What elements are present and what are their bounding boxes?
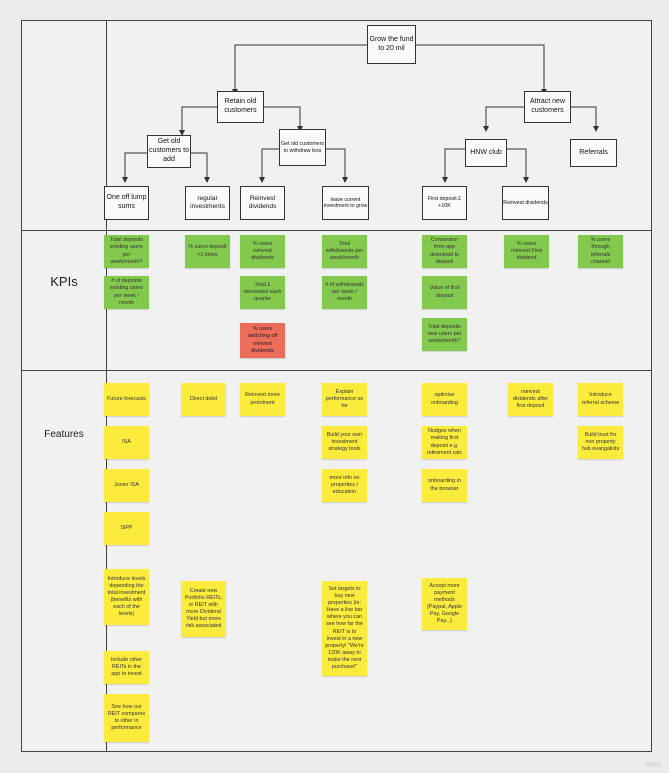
kpi-total-deposits-new[interactable]: Total deposits new users per week/month?: [422, 318, 467, 351]
edge-retain-add: [179, 106, 217, 136]
feature-junior-isa[interactable]: Junior ISA: [104, 469, 149, 502]
feature-referral-scheme[interactable]: Introduce referral scheme: [578, 383, 623, 416]
edge-withdraw-leave: [326, 148, 348, 183]
edge-hnw-first: [442, 148, 465, 183]
node-first-deposit[interactable]: First deposit £+10K: [422, 186, 467, 220]
edge-withdraw-reinvest: [259, 148, 279, 183]
node-leave-investment[interactable]: leave current investment to grow: [322, 186, 369, 220]
edge-add-lump: [122, 152, 147, 183]
kpi-first-deposit-value[interactable]: Value of first deposit: [422, 276, 467, 309]
feature-reit-comparison[interactable]: See how our REIT compares to other in pe…: [104, 694, 149, 742]
feature-property-education[interactable]: more info on properties / education: [322, 469, 367, 502]
kpi-reinvest-first-dividend[interactable]: % users reinvest First dividend: [504, 235, 549, 268]
feature-reinvest-after-first-deposit[interactable]: reinvest dividends after first deposit: [508, 383, 553, 416]
kpi-deposit-count-existing[interactable]: # of deposits existing users per week / …: [104, 276, 149, 309]
feature-future-forecasts[interactable]: Future forecasts: [104, 383, 149, 416]
node-lump-sums[interactable]: One off lump sums: [104, 186, 149, 220]
feature-direct-debit[interactable]: Direct debit: [181, 383, 226, 416]
node-hnw-club[interactable]: HNW club: [465, 139, 507, 167]
feature-reinvest-prominent[interactable]: Reinvest more prominent: [240, 383, 285, 416]
feature-other-reits[interactable]: Include other REITs in the app to invest: [104, 651, 149, 684]
edge-attract-referrals: [567, 106, 599, 132]
node-get-withdraw[interactable]: Get old customers to withdraw less: [279, 129, 326, 166]
feature-first-deposit-nudges[interactable]: Nudges when making first deposit e.g. re…: [422, 426, 467, 459]
feature-explain-performance[interactable]: Explain performance so far: [322, 383, 367, 416]
feature-sipp[interactable]: SIPP: [104, 512, 149, 545]
node-regular-investments[interactable]: regular investments: [185, 186, 230, 220]
tree-connectors: [122, 44, 599, 183]
feature-optimise-onboarding[interactable]: optimise onboarding: [422, 383, 467, 416]
edge-attract-hnw: [483, 106, 524, 132]
kpi-total-reinvested[interactable]: Total £ reinvested each quarter: [240, 276, 285, 309]
node-get-add[interactable]: Get old customers to add: [147, 135, 191, 168]
node-retain[interactable]: Retain old customers: [217, 91, 264, 123]
node-referrals[interactable]: Referrals: [570, 139, 617, 167]
kpi-total-withdrawals[interactable]: Total withdrawals per week/month: [322, 235, 367, 268]
edge-root-attract: [407, 44, 547, 95]
feature-portfolio-reits[interactable]: Create new Portfolio REITs, ie REIT with…: [181, 581, 226, 637]
node-root[interactable]: Grow the fund to 20 mil: [367, 25, 416, 64]
feature-isa[interactable]: ISA: [104, 426, 149, 459]
feature-investment-levels[interactable]: Introduce levels depending the total inv…: [104, 569, 149, 625]
node-reinvest-dividends[interactable]: Reinvest dividends: [240, 186, 285, 220]
feature-row-divider: [22, 370, 651, 371]
feature-browser-onboarding[interactable]: onboarding in the browser: [422, 469, 467, 502]
kpi-repeat-depositors[interactable]: % users deposit >1 times: [185, 235, 230, 268]
feature-property-targets[interactable]: Set targets to buy new properties (ie: H…: [322, 581, 367, 676]
kpi-row-divider: [22, 230, 651, 231]
miro-watermark: miro: [645, 760, 661, 769]
row-label-features: Features: [44, 429, 84, 440]
kpi-withdrawal-count[interactable]: # of withdrawals per week / month: [322, 276, 367, 309]
edge-root-retain: [232, 44, 367, 95]
kpi-referral-users[interactable]: % users through referrals channel: [578, 235, 623, 268]
board: KPIs Features Grow the fund to 20 mil Re…: [21, 20, 652, 752]
kpi-switching-off-reinvest[interactable]: % users switching off reinvest dividends: [240, 323, 285, 358]
feature-build-trust[interactable]: Build trust for non property hub evangal…: [578, 426, 623, 459]
kpi-total-deposits-existing[interactable]: Total deposits existing users per week/m…: [104, 235, 149, 268]
kpi-download-conversion[interactable]: Conversion from app download to deposit: [422, 235, 467, 268]
feature-strategy-tools[interactable]: Build your own investment strategy tools: [322, 426, 367, 459]
row-label-kpis: KPIs: [50, 274, 78, 289]
node-reinvest-dividends-new[interactable]: Reinvest dividends: [502, 186, 549, 220]
kpi-reinvest-rate[interactable]: % users reinvest dividends: [240, 235, 285, 268]
edge-hnw-reinvest2: [507, 148, 529, 183]
node-attract[interactable]: Attract new customers: [524, 91, 571, 123]
edge-retain-withdraw: [254, 106, 303, 132]
feature-payment-methods[interactable]: Accept more payment methods (Paypal, App…: [422, 578, 467, 630]
